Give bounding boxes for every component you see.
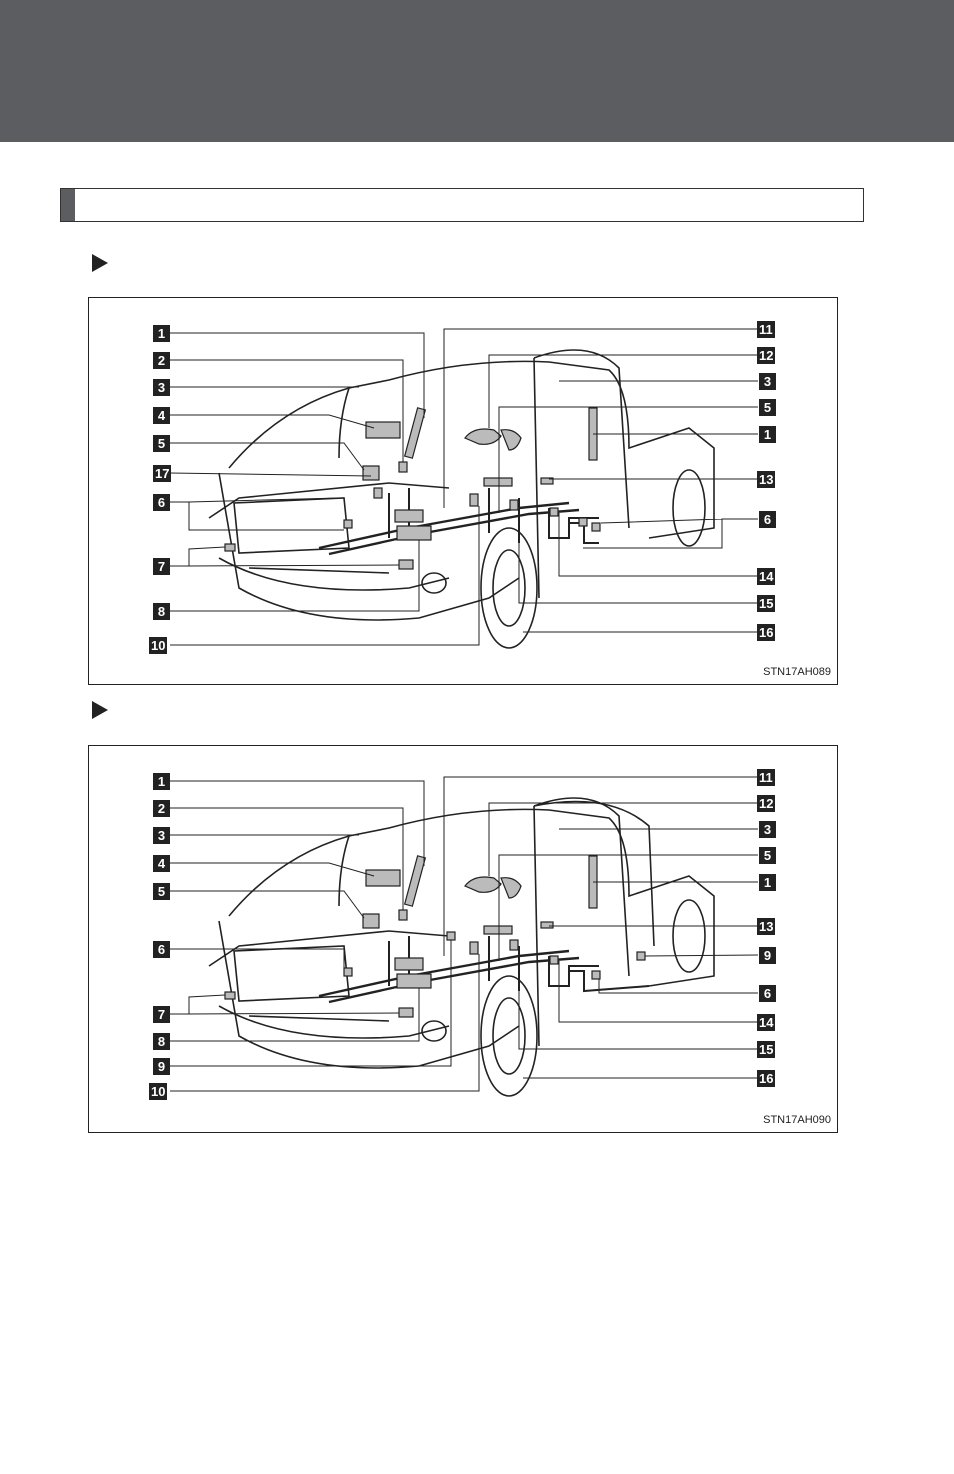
callout-right-2: 12 bbox=[757, 795, 776, 812]
figure-code: STN17AH090 bbox=[763, 1114, 831, 1126]
callout-left-3: 3 bbox=[153, 379, 170, 396]
callout-right-6: 13 bbox=[757, 471, 776, 488]
callout-left-10: 10 bbox=[149, 637, 168, 654]
callout-left-7: 6 bbox=[153, 494, 170, 511]
section-heading-tab bbox=[61, 189, 75, 221]
callout-right-10: 16 bbox=[757, 624, 776, 641]
callout-right-4: 5 bbox=[759, 399, 776, 416]
callout-right-10: 15 bbox=[757, 1041, 776, 1058]
callout-right-11: 16 bbox=[757, 1070, 776, 1087]
truck-illustration-2 bbox=[170, 776, 759, 1097]
callout-right-6: 13 bbox=[757, 918, 776, 935]
callout-right-5: 1 bbox=[759, 426, 776, 443]
callout-left-5: 5 bbox=[153, 435, 170, 452]
truck-illustration-1 bbox=[169, 328, 758, 649]
pointer-arrow-icon bbox=[92, 254, 108, 272]
callout-right-4: 5 bbox=[759, 847, 776, 864]
callout-right-8: 14 bbox=[757, 568, 776, 585]
callout-left-4: 4 bbox=[153, 407, 170, 424]
callout-left-1: 1 bbox=[153, 325, 170, 342]
callout-left-9: 8 bbox=[153, 603, 170, 620]
callout-left-2: 2 bbox=[153, 352, 170, 369]
callout-left-8: 8 bbox=[153, 1033, 170, 1050]
callout-left-8: 7 bbox=[153, 558, 170, 575]
callout-right-3: 3 bbox=[759, 373, 776, 390]
callout-right-9: 14 bbox=[757, 1014, 776, 1031]
header-band bbox=[0, 0, 954, 142]
truck-diagram-2: 1 2 3 4 5 6 7 8 9 10 11 12 3 5 1 13 9 6 … bbox=[88, 745, 838, 1133]
callout-left-5: 5 bbox=[153, 883, 170, 900]
callout-left-1: 1 bbox=[153, 773, 170, 790]
truck-diagram-1: 1 2 3 4 5 17 6 7 8 10 11 12 3 5 1 13 6 1… bbox=[88, 297, 838, 685]
callout-right-9: 15 bbox=[757, 595, 776, 612]
callout-left-6: 17 bbox=[153, 465, 172, 482]
callout-left-2: 2 bbox=[153, 800, 170, 817]
figure-code: STN17AH089 bbox=[763, 666, 831, 678]
callout-right-3: 3 bbox=[759, 821, 776, 838]
callout-right-7: 9 bbox=[759, 947, 776, 964]
callout-left-3: 3 bbox=[153, 827, 170, 844]
pointer-arrow-icon bbox=[92, 701, 108, 719]
callout-left-6: 6 bbox=[153, 941, 170, 958]
callout-right-8: 6 bbox=[759, 985, 776, 1002]
callout-left-9: 9 bbox=[153, 1058, 170, 1075]
callout-right-5: 1 bbox=[759, 874, 776, 891]
callout-left-7: 7 bbox=[153, 1006, 170, 1023]
callout-left-4: 4 bbox=[153, 855, 170, 872]
section-heading-bar bbox=[60, 188, 864, 222]
callout-right-1: 11 bbox=[757, 769, 775, 786]
callout-right-2: 12 bbox=[757, 347, 776, 364]
callout-left-10: 10 bbox=[149, 1083, 168, 1100]
callout-right-7: 6 bbox=[759, 511, 776, 528]
callout-right-1: 11 bbox=[757, 321, 775, 338]
